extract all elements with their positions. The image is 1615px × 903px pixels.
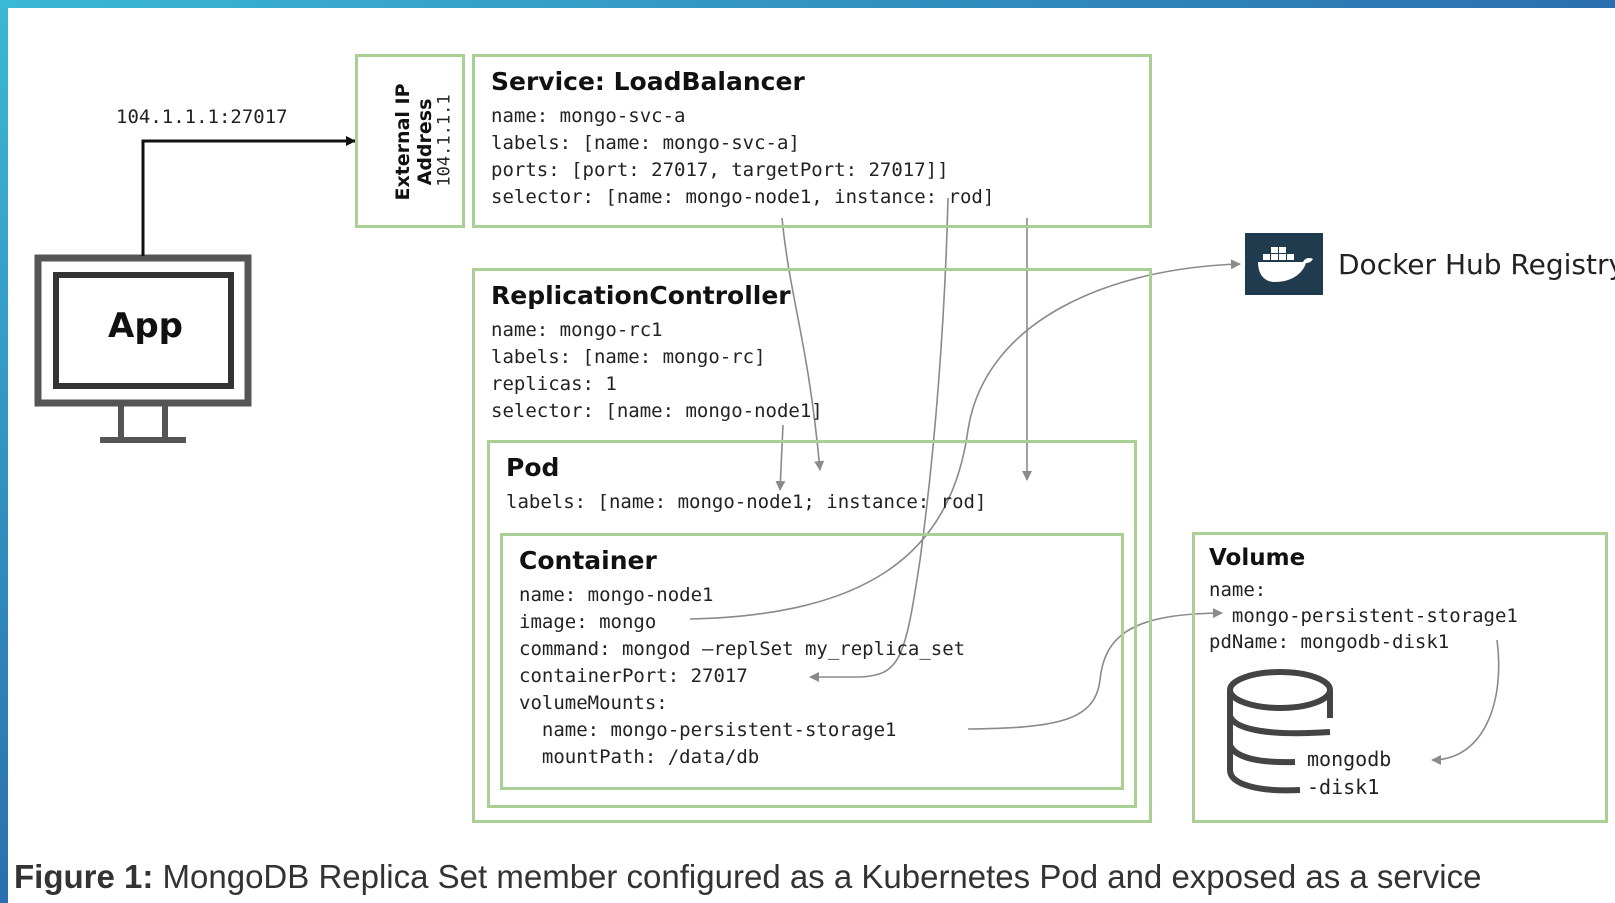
docker-whale-glyph xyxy=(1258,247,1313,282)
rc-title: ReplicationController xyxy=(491,281,791,310)
container-line: containerPort: 27017 xyxy=(519,665,748,687)
rc-line: selector: [name: mongo-node1] xyxy=(491,400,823,422)
connection-label: 104.1.1.1:27017 xyxy=(116,106,288,128)
disk-label-1: mongodb xyxy=(1307,747,1392,771)
container-line: mountPath: /data/db xyxy=(519,746,760,768)
service-line: name: mongo-svc-a xyxy=(491,105,686,127)
caption-label: Figure 1: xyxy=(14,858,154,895)
service-line: selector: [name: mongo-node1, instance: … xyxy=(491,186,995,208)
pod-labels-line: labels: [name: mongo-node1; instance: ro… xyxy=(506,491,987,513)
container-line: name: mongo-node1 xyxy=(519,584,714,606)
app-monitor-icon xyxy=(34,254,252,443)
rc-line: replicas: 1 xyxy=(491,373,617,395)
external-ip-value: 104.1.1.1 xyxy=(434,94,455,187)
container-line: volumeMounts: xyxy=(519,692,668,714)
disk-cylinder-icon xyxy=(1227,669,1333,794)
disk-label-2: -disk1 xyxy=(1307,775,1380,799)
volume-box: Volume name: mongo-persistent-storage1 p… xyxy=(1192,532,1608,823)
figure-caption: Figure 1: MongoDB Replica Set member con… xyxy=(14,858,1481,896)
volume-line: name: xyxy=(1209,579,1267,601)
caption-text: MongoDB Replica Set member configured as… xyxy=(153,858,1482,895)
app-label: App xyxy=(108,306,183,346)
container-line: image: mongo xyxy=(519,611,657,633)
service-title: Service: LoadBalancer xyxy=(491,67,805,96)
volume-line: mongo-persistent-storage1 xyxy=(1209,605,1518,627)
container-line: command: mongod —replSet my_replica_set xyxy=(519,638,966,660)
container-title: Container xyxy=(519,546,657,575)
external-ip-title-1: External IP xyxy=(392,83,414,201)
left-accent-bar xyxy=(0,0,8,903)
container-box: Container name: mongo-node1 image: mongo… xyxy=(500,533,1124,790)
replication-controller-box: ReplicationController name: mongo-rc1 la… xyxy=(472,268,1152,823)
container-line: name: mongo-persistent-storage1 xyxy=(519,719,897,741)
pod-title: Pod xyxy=(506,453,560,482)
docker-hub-label: Docker Hub Registry xyxy=(1338,248,1615,281)
rc-line: labels: [name: mongo-rc] xyxy=(491,346,766,368)
rc-line: name: mongo-rc1 xyxy=(491,319,663,341)
service-line: ports: [port: 27017, targetPort: 27017]] xyxy=(491,159,949,181)
top-accent-bar xyxy=(0,0,1615,8)
service-box: Service: LoadBalancer name: mongo-svc-a … xyxy=(472,54,1152,228)
docker-whale-icon xyxy=(1245,233,1323,295)
volume-line: pdName: mongodb-disk1 xyxy=(1209,631,1450,653)
volume-title: Volume xyxy=(1209,545,1306,571)
external-ip-box: External IP Address 104.1.1.1 xyxy=(355,54,465,228)
pod-box: Pod labels: [name: mongo-node1; instance… xyxy=(487,440,1137,808)
service-line: labels: [name: mongo-svc-a] xyxy=(491,132,800,154)
